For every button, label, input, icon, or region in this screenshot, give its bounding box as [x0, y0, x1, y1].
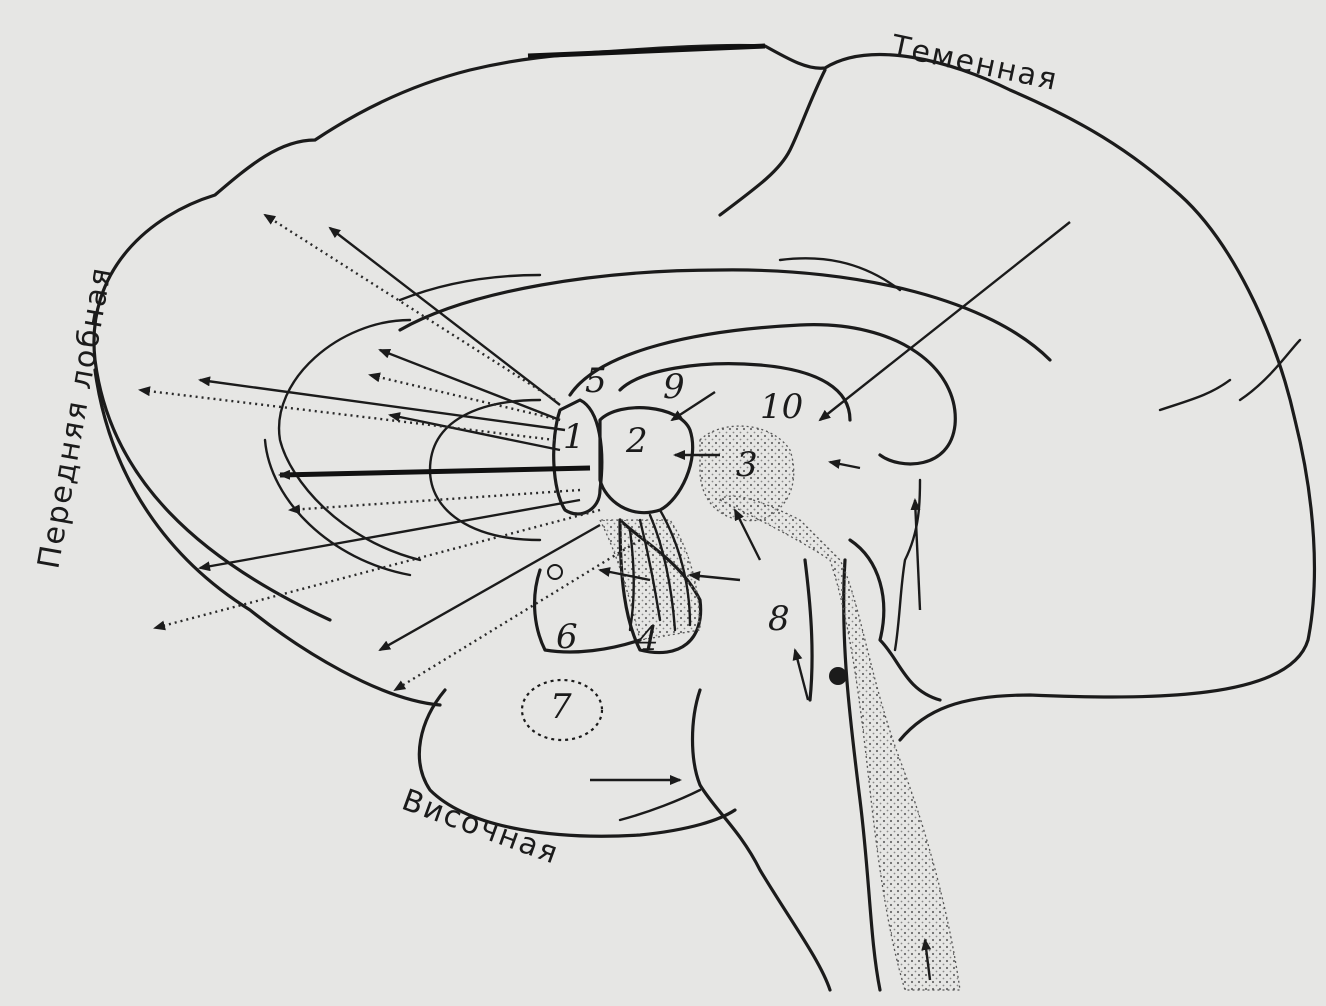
region-label-10: 10	[760, 387, 803, 427]
central-sulcus	[720, 70, 825, 215]
temporal-gyrus	[620, 790, 700, 820]
frontal-inferior-edge	[95, 370, 440, 705]
small-arrow	[830, 462, 860, 468]
region-label-2: 2	[625, 421, 648, 461]
small-arrow	[690, 575, 740, 580]
small-circle-marker	[548, 565, 562, 579]
sulcus-c	[1240, 340, 1300, 400]
region-label-7: 7	[550, 687, 572, 727]
region-label-6: 6	[556, 617, 578, 657]
region-label-8: 8	[768, 599, 790, 639]
inner-arc-1	[279, 320, 420, 560]
region-label-9: 9	[663, 367, 685, 407]
dotted-projection-arrow	[265, 215, 555, 400]
projection-arrow	[390, 415, 560, 450]
lobe-label-temporal: Височная	[397, 783, 564, 872]
cerebellum-outline	[693, 690, 831, 990]
projection-arrow	[200, 380, 565, 430]
parietal-arrow	[820, 222, 1070, 420]
projection-arrow	[200, 500, 580, 568]
region-8-brainstem-stipple	[720, 496, 960, 990]
region-label-1: 1	[563, 417, 585, 457]
brainstem-right-edge	[805, 560, 812, 700]
small-arrow	[795, 650, 808, 700]
nucleus-dot	[829, 667, 847, 685]
region-label-5: 5	[585, 361, 607, 401]
fornix-arc	[620, 364, 850, 420]
region-label-4: 4	[636, 619, 659, 659]
region-label-3: 3	[736, 445, 758, 485]
cortex-outline	[94, 45, 1314, 740]
dotted-projection-arrow	[140, 390, 555, 440]
sulcus-d	[400, 275, 540, 300]
projection-arrow	[330, 228, 560, 405]
projection-arrow-bold	[280, 468, 590, 475]
lobe-label-parietal: Теменная	[887, 28, 1061, 98]
sulcus-b	[1160, 380, 1230, 410]
dotted-projection-arrow	[395, 540, 640, 690]
